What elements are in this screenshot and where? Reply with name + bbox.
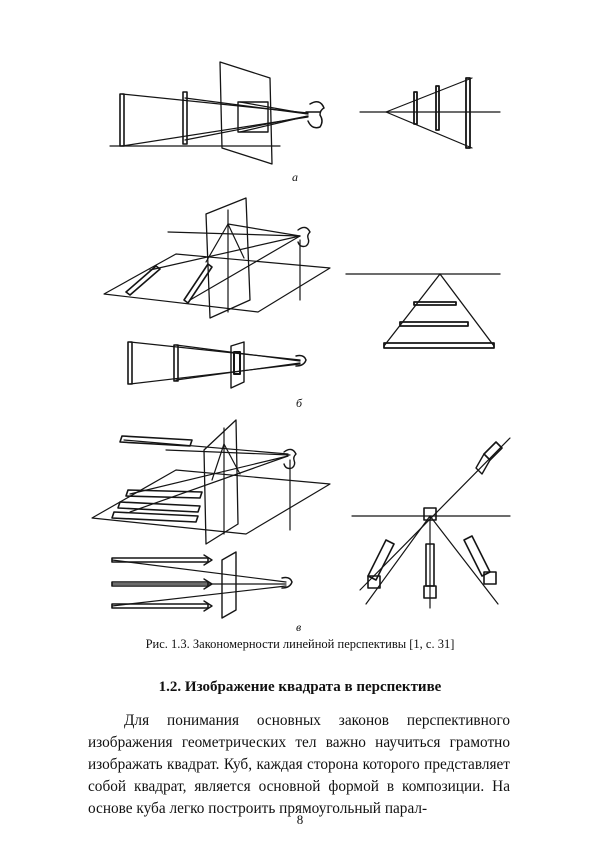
panel-label-v: в: [296, 620, 302, 634]
panel-v-upper-left-drawing: [91, 419, 331, 545]
page-number: 8: [296, 812, 304, 827]
figure-perspective-drawings: [91, 61, 511, 619]
panel-b-right-drawing: [345, 273, 501, 349]
section-heading: 1.2. Изображение квадрата в перспективе: [158, 679, 442, 695]
panel-b-upper-left-drawing: [103, 197, 331, 319]
panel-label-b: б: [296, 396, 303, 410]
panel-a-left-drawing: [109, 61, 325, 165]
panel-a-right-drawing: [359, 77, 501, 149]
panel-label-a: а: [292, 170, 298, 184]
panel-v-lower-left-drawing: [111, 551, 293, 619]
figure-caption: Рис. 1.3. Закономерности линейной перспе…: [145, 637, 455, 651]
panel-b-lower-left-drawing: [127, 341, 307, 389]
body-paragraph: Для понимания основных законов перспекти…: [88, 712, 510, 817]
panel-v-right-drawing: [351, 437, 511, 609]
